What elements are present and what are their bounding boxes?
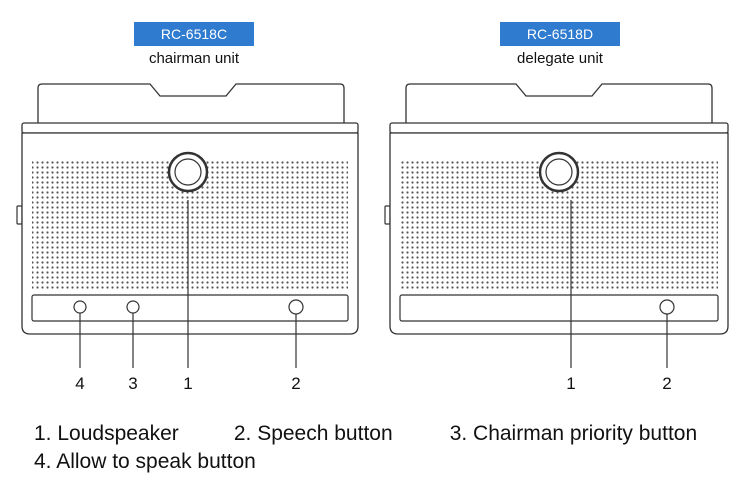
delegate-speech-button — [659, 299, 675, 315]
chairman-priority-button — [126, 300, 140, 314]
delegate-button-panel — [399, 294, 719, 322]
unit-diagram — [16, 83, 729, 368]
delegate-unit-back-housing — [405, 83, 713, 124]
chairman-callout-2: 2 — [291, 374, 301, 393]
legend-item-speech-button: 2. Speech button — [233, 422, 393, 445]
chairman-unit-back-housing — [37, 83, 345, 124]
delegate-callout-2: 2 — [662, 374, 672, 393]
delegate-model-label: RC-6518D — [500, 22, 620, 46]
chairman-unit-top-rim — [21, 122, 359, 134]
legend-row-1: 1. Loudspeaker 2. Speech button 3. Chair… — [34, 422, 697, 446]
delegate-unit-side-knob — [384, 205, 391, 225]
chairman-callout-3: 3 — [128, 374, 138, 393]
chairman-unit-side-knob — [16, 205, 23, 225]
legend-item-allow-to-speak-button: 4. Allow to speak button — [34, 450, 256, 473]
chairman-speech-button — [288, 299, 304, 315]
chairman-unit-caption: chairman unit — [148, 50, 240, 67]
delegate-unit-top-rim — [389, 122, 729, 134]
chairman-unit-drawing — [16, 83, 359, 368]
legend-item-chairman-priority-button: 3. Chairman priority button — [449, 422, 698, 445]
chairman-allow-speak-button — [73, 300, 87, 314]
chairman-callout-1: 1 — [183, 374, 193, 393]
legend-row-2: 4. Allow to speak button — [34, 450, 256, 474]
delegate-callout-1: 1 — [566, 374, 576, 393]
chairman-button-panel — [31, 294, 349, 322]
delegate-unit-drawing — [384, 83, 729, 368]
legend-item-loudspeaker: 1. Loudspeaker — [34, 422, 179, 445]
chairman-model-label: RC-6518C — [134, 22, 254, 46]
delegate-unit-caption: delegate unit — [517, 50, 603, 67]
chairman-callout-4: 4 — [75, 374, 85, 393]
